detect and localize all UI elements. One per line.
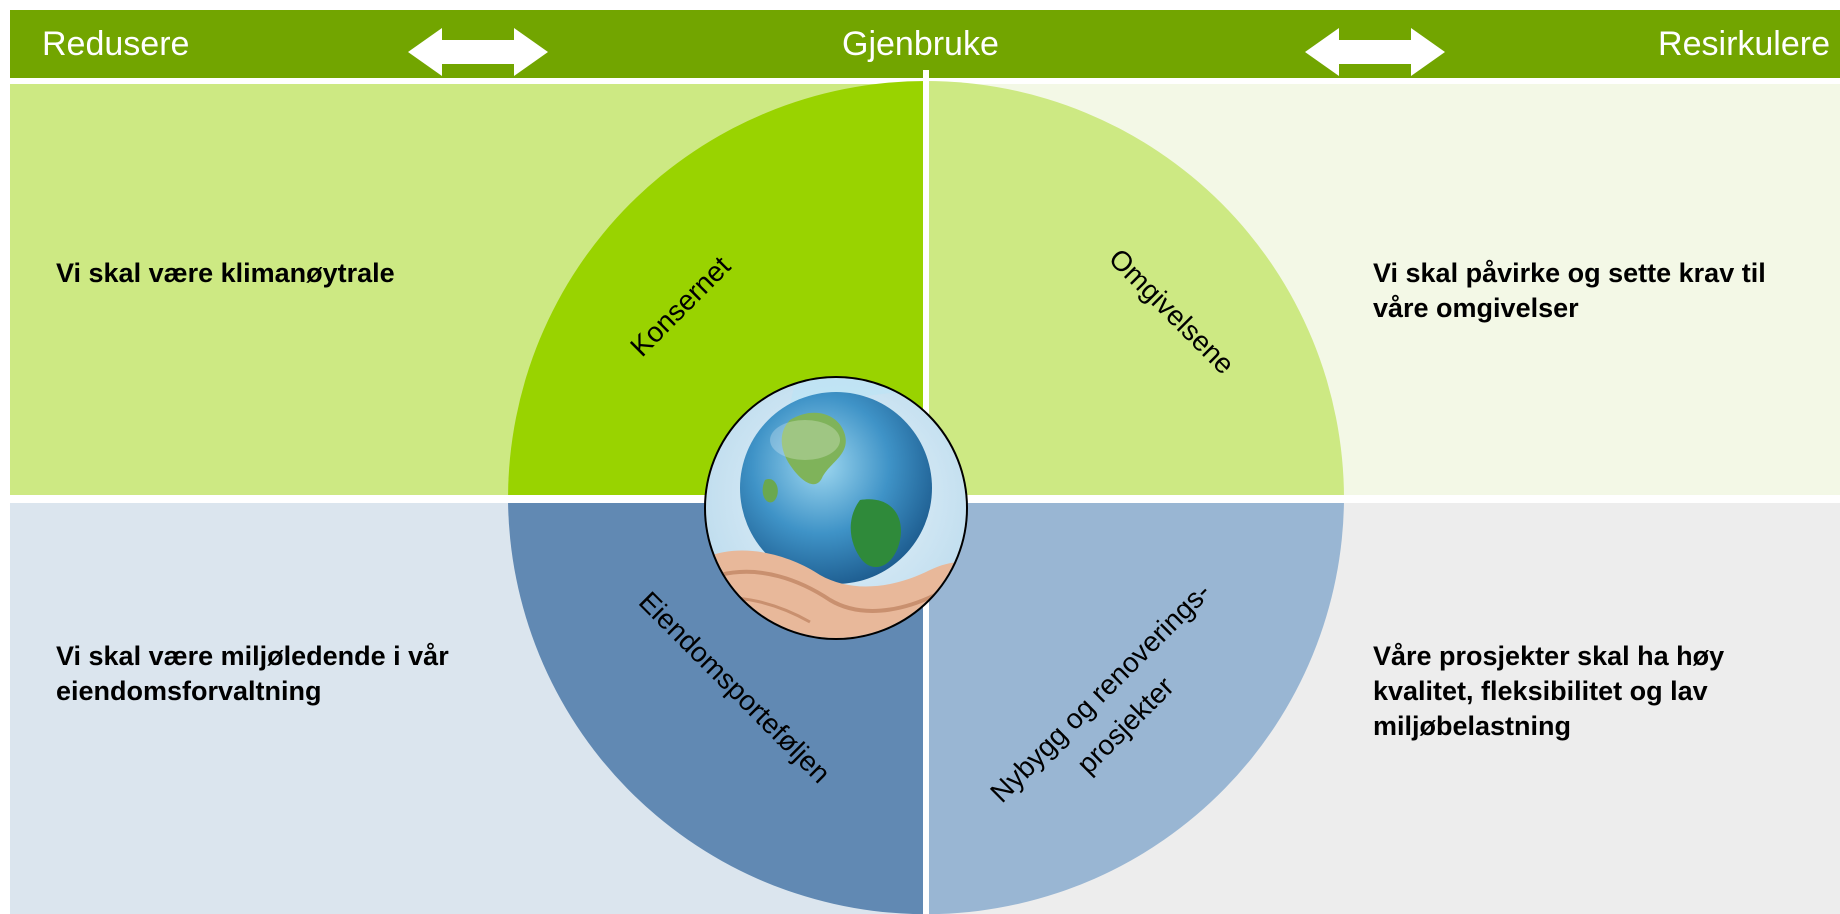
quadrant-bottom-right-text: Våre prosjekter skal ha høy kvalitet, fl… — [1373, 641, 1725, 741]
header-reuse-label: Gjenbruke — [842, 25, 999, 63]
double-arrow-icon — [1305, 28, 1445, 76]
header-recycle-label: Resirkulere — [1658, 25, 1830, 63]
double-arrow-icon — [408, 28, 548, 76]
segment-nybygg-renovering — [926, 499, 1344, 914]
segment-omgivelsene — [926, 81, 1344, 499]
quadrant-bottom-left-text: Vi skal være miljøledende i vår eiendoms… — [56, 641, 449, 706]
header-bar: Redusere Gjenbruke Resirkulere — [10, 10, 1840, 78]
header-reduce-label: Redusere — [42, 25, 190, 63]
quadrant-top-left-text: Vi skal være klimanøytrale — [56, 258, 395, 288]
quadrant-top-right-text: Vi skal påvirke og sette krav til våre o… — [1373, 258, 1766, 323]
